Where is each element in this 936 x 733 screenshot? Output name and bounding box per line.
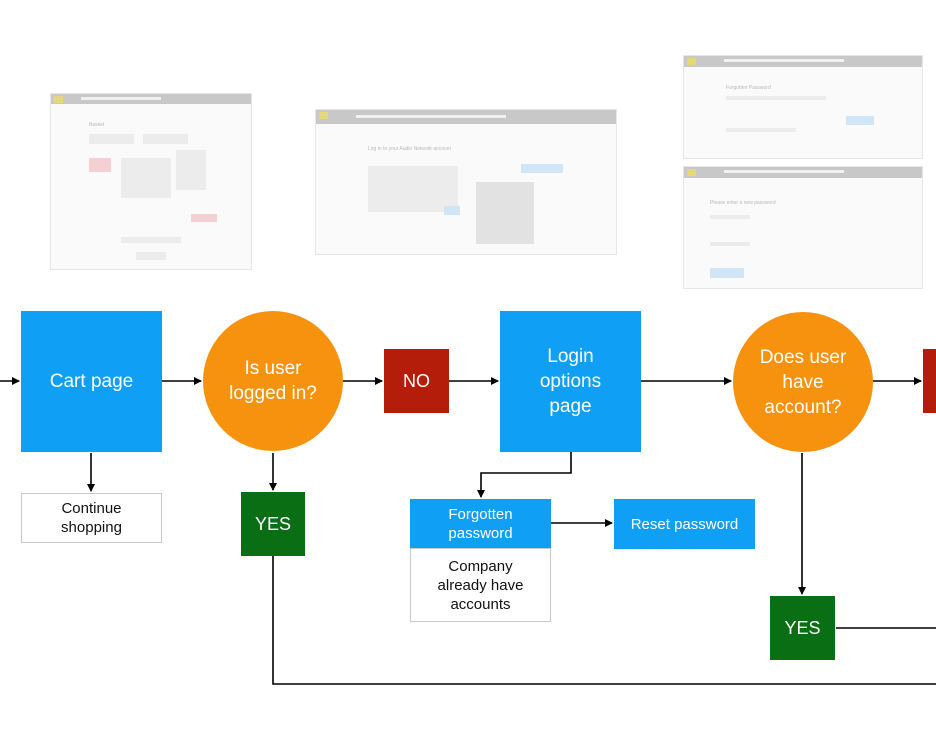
arrow-login-options-to-forgotten bbox=[477, 452, 572, 498]
reset-password-node: Reset password bbox=[614, 499, 755, 549]
reset-password-label: Reset password bbox=[630, 515, 739, 533]
new-password-screenshot-thumbnail: Please enter a new password bbox=[683, 166, 923, 289]
yes-label-logged-in: YES bbox=[254, 514, 292, 534]
login-options-page-label: Login options page bbox=[539, 346, 602, 417]
forgotten-password-screenshot-thumbnail: Forgotten Password bbox=[683, 55, 923, 159]
is-user-logged-in-label: Is user logged in? bbox=[229, 358, 317, 404]
thumbnail-new-password-title: Please enter a new password bbox=[710, 200, 776, 206]
login-options-page-node: Login options page bbox=[500, 311, 641, 452]
company-accounts-note: Company already have accounts bbox=[410, 548, 551, 622]
continue-shopping-label: Continue shopping bbox=[61, 500, 122, 536]
is-user-logged-in-decision: Is user logged in? bbox=[203, 311, 343, 451]
cart-page-label: Cart page bbox=[49, 371, 134, 392]
no-label: NO bbox=[403, 371, 430, 391]
forgotten-password-node: Forgotten password bbox=[410, 499, 551, 549]
no-node: NO bbox=[384, 349, 449, 413]
continue-shopping-node: Continue shopping bbox=[21, 493, 162, 543]
thumbnail-forgotten-title: Forgotten Password bbox=[726, 85, 771, 91]
login-screenshot-thumbnail: Log in to your Audio Network account bbox=[315, 109, 617, 255]
cart-screenshot-thumbnail: Basket bbox=[50, 93, 252, 270]
does-user-have-account-decision: Does user have account? bbox=[733, 312, 873, 452]
no-node-offscreen bbox=[923, 349, 936, 413]
company-accounts-note-label: Company already have accounts bbox=[437, 557, 524, 613]
line-yes-bottom-route bbox=[272, 556, 936, 685]
yes-label-has-account: YES bbox=[784, 618, 821, 638]
forgotten-password-label: Forgotten password bbox=[448, 506, 513, 542]
cart-page-node: Cart page bbox=[21, 311, 162, 452]
yes-node-logged-in: YES bbox=[241, 492, 305, 556]
does-user-have-account-label: Does user have account? bbox=[759, 346, 847, 418]
yes-node-has-account: YES bbox=[770, 596, 835, 660]
thumbnail-login-title: Log in to your Audio Network account bbox=[368, 146, 451, 152]
thumbnail-cart-title: Basket bbox=[89, 122, 105, 128]
